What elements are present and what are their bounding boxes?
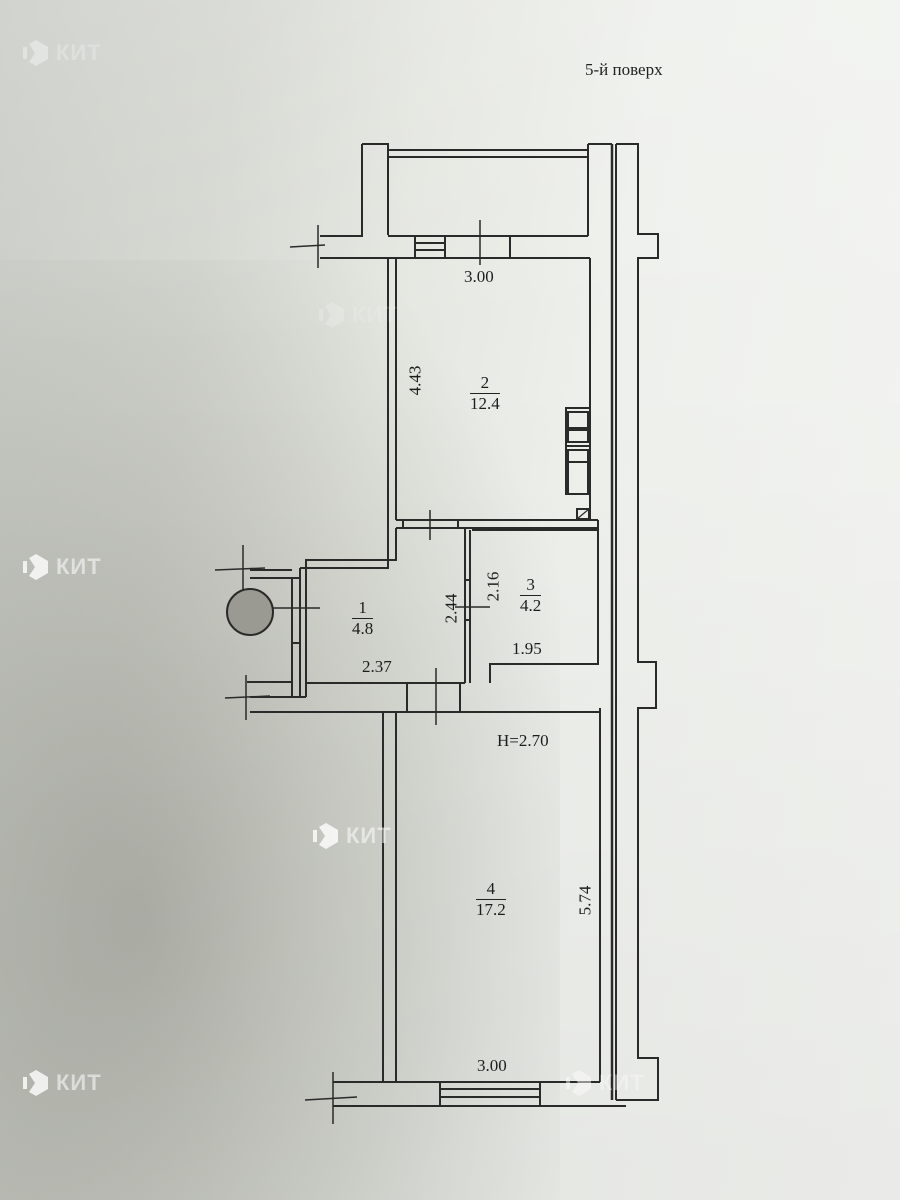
room-3-number: 3 [520, 576, 542, 596]
room-3-label: 3 4.2 [520, 576, 542, 615]
room-1-label: 1 4.8 [352, 599, 374, 638]
kit-logo-icon [319, 302, 344, 328]
room-2-area: 12.4 [470, 393, 500, 413]
watermark: КИТ [312, 821, 392, 851]
watermark: КИТ [22, 1068, 102, 1098]
room-2-label: 2 12.4 [470, 374, 500, 413]
room-4-area: 17.2 [476, 899, 506, 919]
ceiling-height: H=2.70 [497, 731, 549, 750]
dim-room4-length: 5.74 [575, 885, 595, 916]
room-4-number: 4 [476, 880, 506, 900]
dim-room4-width-bottom: 3.00 [477, 1056, 507, 1075]
dim-room3-length: 2.16 [483, 571, 503, 602]
room-1-number: 1 [352, 599, 374, 619]
watermark: КИТ [22, 552, 102, 582]
kit-logo-icon [23, 554, 48, 580]
room-2-number: 2 [470, 374, 500, 394]
kit-logo-icon [566, 1070, 591, 1096]
dim-room1-width: 2.37 [362, 657, 392, 676]
kit-logo-icon [23, 1070, 48, 1096]
dim-room2-width-top: 3.00 [464, 267, 494, 286]
watermark: КИТ [318, 300, 398, 330]
kit-logo-icon [23, 40, 48, 66]
watermark: КИТ [565, 1068, 645, 1098]
dim-room2-length: 4.43 [405, 365, 425, 396]
floor-title: 5-й поверх [585, 60, 663, 79]
room-3-area: 4.2 [520, 595, 542, 615]
watermark: КИТ [22, 38, 102, 68]
dim-room1-length: 2.44 [441, 593, 461, 624]
room-1-area: 4.8 [352, 618, 374, 638]
dim-room3-width: 1.95 [512, 639, 542, 658]
room-4-label: 4 17.2 [476, 880, 506, 919]
kit-logo-icon [313, 823, 338, 849]
